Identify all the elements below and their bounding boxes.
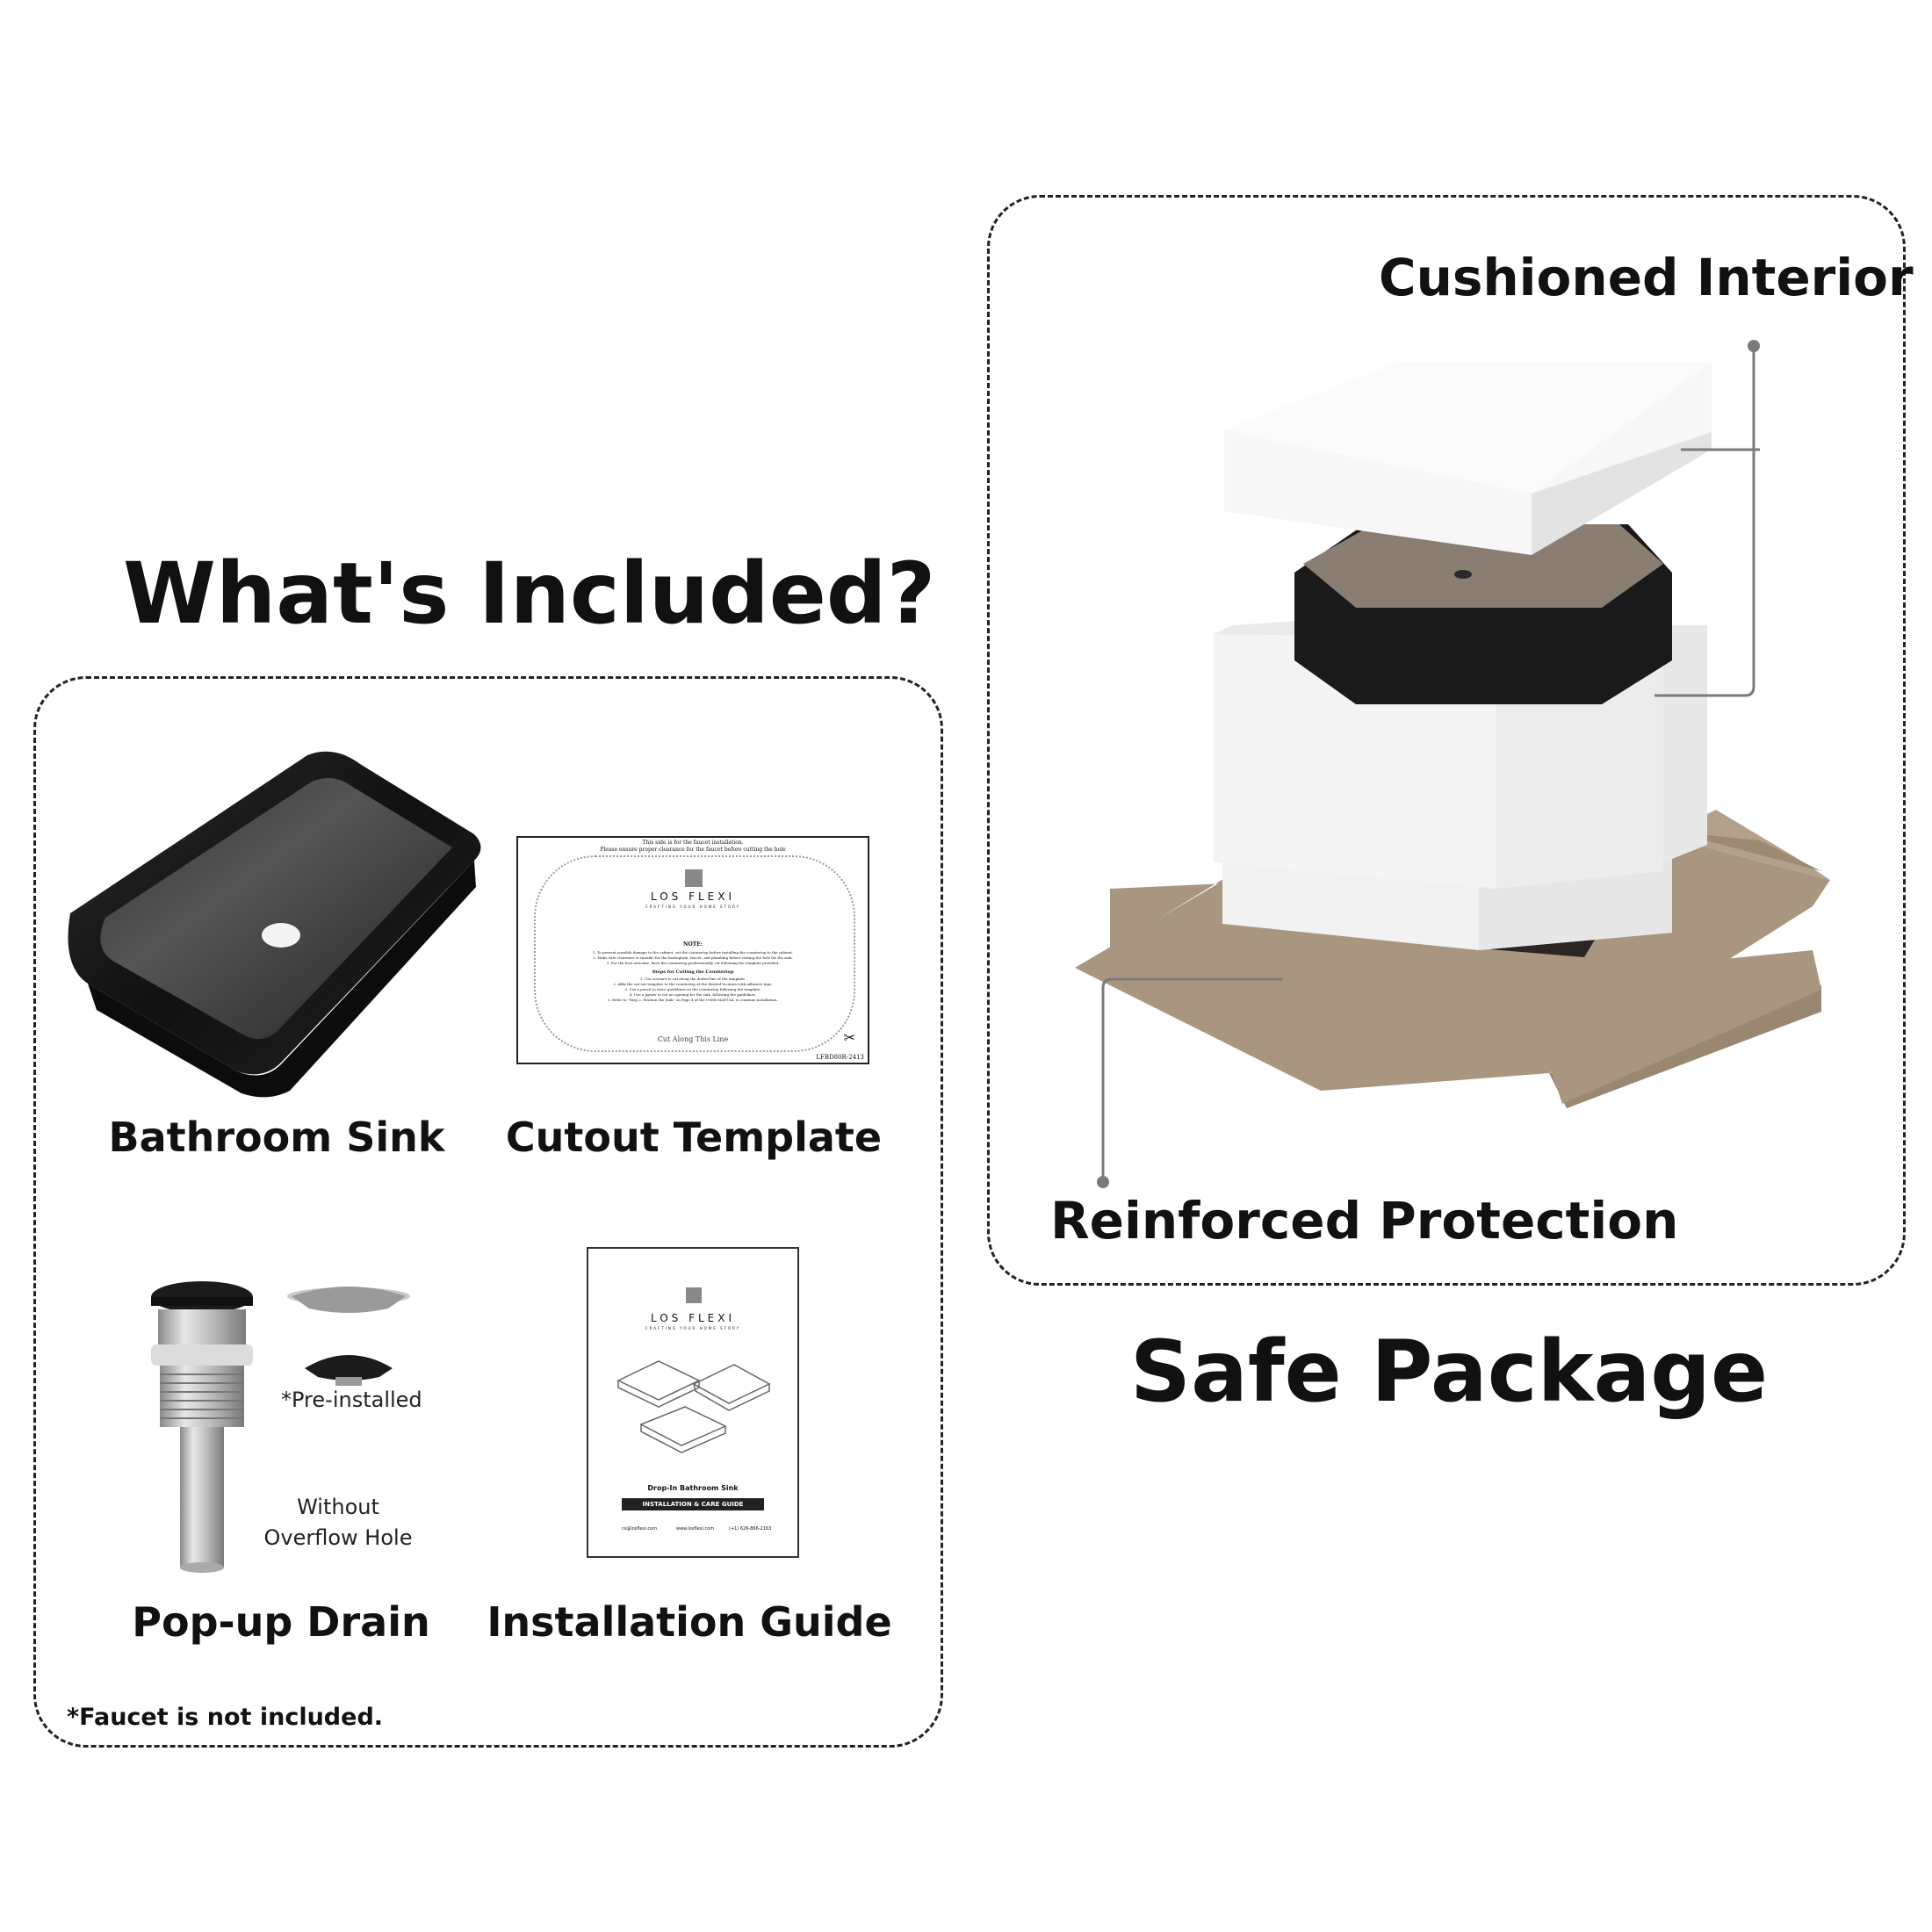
template-header2: Please ensure proper clearance for the f… (600, 847, 786, 853)
template-brand: LOS FLEXI (650, 890, 736, 903)
guide-contact-web: www.losflexi.com (676, 1526, 715, 1532)
pre-installed-note: *Pre-installed (281, 1388, 422, 1412)
included-title: What's Included? (123, 544, 936, 643)
template-note-line: 2. Make sure clearance is suitable for t… (593, 955, 793, 960)
without-overflow-note-line1: Without (297, 1495, 379, 1519)
brand-logo-icon (686, 1287, 702, 1303)
template-header1: This side is for the faucet installation… (642, 840, 744, 846)
callout-reinforced-protection: Reinforced Protection (1050, 1191, 1679, 1251)
template-step-line: 5. Refer to "Step 2. Position the Sink" … (608, 998, 778, 1002)
item-label-installation-guide: Installation Guide (487, 1598, 892, 1646)
package-panel (987, 195, 1906, 1286)
template-tagline: CRAFTING YOUR HOME STORY (645, 905, 741, 909)
template-step-line: 4. Use a jigsaw to cut an opening for th… (629, 992, 757, 997)
black-cap-icon (305, 1355, 393, 1386)
scissors-icon: ✂ (843, 1029, 855, 1046)
guide-tagline: CRAFTING YOUR HOME STORY (645, 1326, 741, 1330)
template-step-line: 2. Affix the cut-out template to the cou… (613, 982, 773, 986)
brand-logo-icon (685, 869, 703, 887)
template-note-line: 3. For the best outcome, have the counte… (606, 961, 780, 965)
chrome-cap-icon (287, 1287, 410, 1313)
template-dotted-outline (534, 855, 855, 1052)
item-label-popup-drain: Pop-up Drain (132, 1598, 430, 1646)
sink-line-drawings (616, 1360, 771, 1453)
guide-banner: INSTALLATION & CARE GUIDE (622, 1498, 764, 1510)
template-cut-line: Cut Along This Line (657, 1035, 729, 1043)
template-steps-title: Steps for Cutting the Countertop (652, 970, 734, 975)
without-overflow-note-line2: Overflow Hole (263, 1525, 413, 1550)
item-label-cutout-template: Cutout Template (505, 1114, 883, 1161)
cutout-template-doc: This side is for the faucet installation… (516, 836, 869, 1064)
template-note-line: 1. To prevent possible damage to the cab… (592, 950, 794, 955)
sink-image (68, 751, 481, 1098)
guide-brand: LOS FLEXI (650, 1312, 736, 1324)
template-step-line: 3. Use a pencil to trace guidelines on t… (624, 987, 761, 991)
guide-contact-email: cs@losflexi.com (622, 1526, 658, 1532)
template-code: LFBD80R-2413 (816, 1054, 864, 1061)
guide-contact-phone: (+1) 626-866-2163 (729, 1526, 772, 1532)
template-step-line: 1. Use scissors to cut along the dotted … (639, 977, 746, 981)
drain-image (151, 1281, 253, 1573)
guide-product: Drop-In Bathroom Sink (647, 1484, 739, 1492)
package-illustration (1075, 340, 1830, 1188)
callout-cushioned-interior: Cushioned Interior (1379, 248, 1914, 307)
faucet-footnote: *Faucet is not included. (67, 1704, 384, 1731)
package-title: Safe Package (1129, 1323, 1769, 1421)
installation-guide-doc: LOS FLEXI CRAFTING YOUR HOME STORY Drop-… (587, 1247, 799, 1558)
item-label-bathroom-sink: Bathroom Sink (108, 1114, 445, 1161)
included-panel (33, 676, 943, 1748)
template-note-title: NOTE: (683, 941, 703, 948)
